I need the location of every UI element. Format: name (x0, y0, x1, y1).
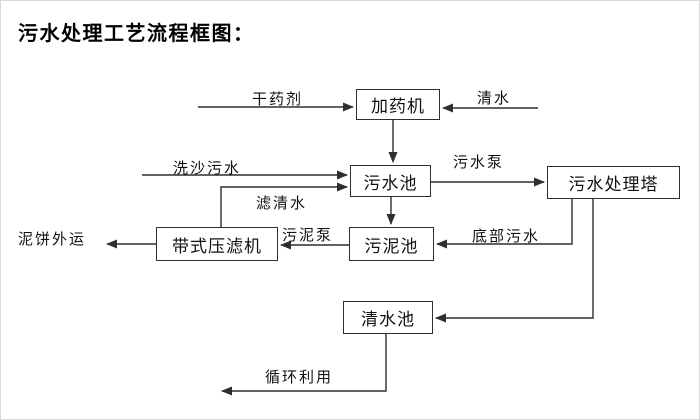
page-title: 污水处理工艺流程框图： (18, 23, 255, 45)
edge-label-sludge-pump: 污泥泵 (282, 227, 334, 244)
edge-label-filtered-water: 滤清水 (256, 195, 308, 212)
edge-label-recycling: 循环利用 (265, 369, 334, 386)
node-sewage-pool: 污水池 (350, 165, 431, 197)
node-dosing-machine: 加药机 (356, 89, 440, 120)
edge-label-sewage-pump: 污水泵 (453, 154, 505, 171)
edge-filtered-water-line (220, 182, 348, 229)
edge-label-dry-agent: 干药剂 (252, 91, 304, 108)
edge-label-bottom-sewage: 底部污水 (472, 228, 541, 245)
edge-tower-to-clean-pool-line (435, 199, 594, 323)
edge-recycling-line (221, 334, 387, 396)
node-clean-water-pool: 清水池 (343, 301, 433, 334)
edge-label-clean-water: 清水 (477, 90, 512, 107)
edge-label-mud-cake-out: 泥饼外运 (18, 231, 87, 248)
node-belt-filter-press: 带式压滤机 (156, 227, 278, 261)
edge-bottom-sewage-line (436, 199, 573, 249)
node-sludge-pool: 污泥池 (349, 227, 434, 261)
edge-label-sand-washing-sewage: 洗沙污水 (173, 160, 242, 177)
node-sewage-treatment-tower: 污水处理塔 (547, 166, 680, 199)
